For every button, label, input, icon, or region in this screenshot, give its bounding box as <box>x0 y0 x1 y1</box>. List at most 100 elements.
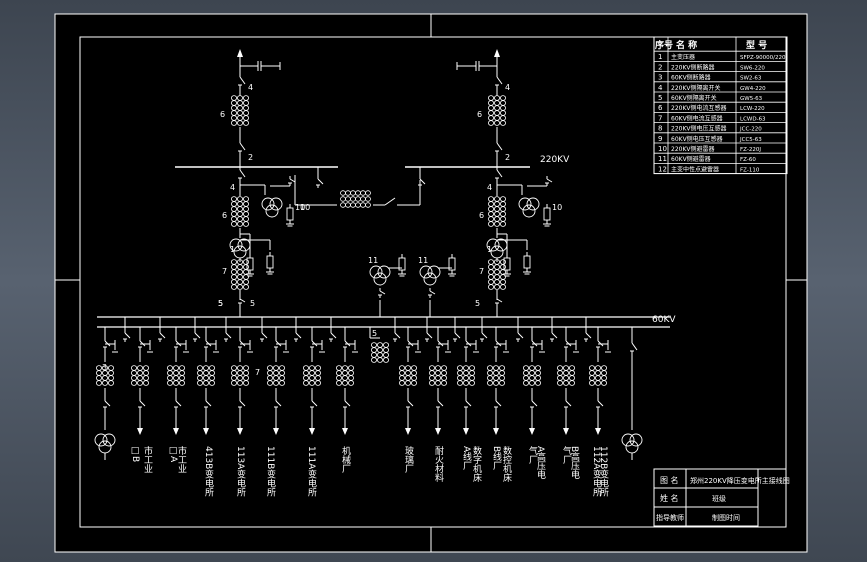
line-entry-arrow <box>237 49 243 57</box>
bus-disconnect <box>393 317 401 342</box>
legend-row-no: 7 <box>658 114 662 122</box>
drawing-sheet <box>54 13 808 553</box>
element-number: 6 <box>477 110 482 119</box>
bus-disconnect <box>158 317 166 342</box>
pt-60kv-bay: 11 <box>418 254 456 317</box>
switch-symbol <box>103 398 111 410</box>
legend-header: 名 称 <box>676 39 697 51</box>
element-number: 4 <box>230 183 235 192</box>
feeder-bay <box>589 327 611 416</box>
legend-row-no: 1 <box>658 53 662 61</box>
element-number: 6 <box>220 110 225 119</box>
feeder-arrow <box>405 428 411 435</box>
feeder-label-f21: 112B变电所 <box>598 446 609 497</box>
legend-row-name: 220KV侧电压互感器 <box>671 125 727 133</box>
legend-row-no: 11 <box>658 155 667 163</box>
bus-coupler <box>294 175 421 208</box>
legend-row-no: 10 <box>658 145 667 153</box>
switch-symbol <box>564 398 572 410</box>
feeder-bay <box>266 327 289 416</box>
bus-disconnect <box>193 317 201 342</box>
element-number: 3 <box>102 363 107 372</box>
legend-row-name: 主变压器 <box>671 53 695 61</box>
station-service-tx <box>94 416 116 460</box>
legend-row-name: 220KV侧断路器 <box>671 63 715 71</box>
lv-ct <box>230 259 249 290</box>
legend-row-model: FZ-60 <box>740 157 756 163</box>
feeder-label-f16: 气厂 <box>527 445 538 465</box>
switch-symbol <box>428 288 436 298</box>
legend-row-model: GW4-220 <box>740 86 766 92</box>
drawing-title: 郑州220KV降压变电所主接线图 <box>690 476 790 485</box>
element-number: 6 <box>222 211 227 220</box>
switch-symbol <box>495 296 503 306</box>
feeder-label-f5: 413B变电所 <box>203 446 214 497</box>
switch-symbol <box>238 74 246 88</box>
feeder-arrow <box>137 428 143 435</box>
feeder-ct <box>230 365 249 386</box>
transformer-ct <box>230 196 249 227</box>
feeder-label-f18: 气厂 <box>561 445 572 465</box>
switch-symbol <box>138 398 146 410</box>
neutral-arrester <box>266 252 274 275</box>
element-number: 10 <box>295 203 305 212</box>
switch-symbol <box>294 330 302 342</box>
bus-disconnect <box>224 317 232 342</box>
surge-arrester <box>503 254 511 277</box>
switch-symbol <box>393 330 401 342</box>
bus-disconnect <box>260 317 268 342</box>
switch-symbol <box>238 398 246 410</box>
feeder-arrow <box>563 428 569 435</box>
legend-header: 序号 <box>655 39 673 51</box>
switch-symbol <box>193 330 201 342</box>
inner-frame <box>79 36 787 528</box>
voltage-transformer <box>261 197 283 218</box>
legend-row-no: 8 <box>658 125 662 133</box>
feeder-ct <box>196 365 215 386</box>
legend-row-name: 60KV侧电流互感器 <box>671 114 723 122</box>
feeder-ct <box>486 365 505 386</box>
bus-disconnect <box>294 317 302 342</box>
element-number: 5 <box>250 299 255 308</box>
element-number: 7 <box>255 368 260 377</box>
legend-header: 型 号 <box>746 39 767 51</box>
line-entry-arrow <box>494 49 500 57</box>
feeder-label-f9: 机械厂 <box>340 445 351 474</box>
feeder-bay <box>335 327 358 416</box>
feeder-arrow <box>237 428 243 435</box>
switch-symbol <box>436 398 444 410</box>
feeder-bay <box>230 327 253 416</box>
feeder-arrow <box>173 428 179 435</box>
feeder-bay <box>130 327 153 416</box>
switch-symbol <box>453 330 461 342</box>
element-number: 7 <box>222 267 227 276</box>
legend-row-name: 220KV侧电流互感器 <box>671 104 727 112</box>
switch-symbol <box>464 398 472 410</box>
feeder-label-f19: B高压电 <box>569 446 580 479</box>
switch-symbol <box>495 74 503 88</box>
switch-symbol <box>329 330 337 342</box>
arrester <box>543 204 551 227</box>
feeder-ct <box>335 365 354 386</box>
element-number: 11 <box>418 256 428 265</box>
incoming-line: 462 <box>220 49 281 167</box>
bus-disconnect <box>425 317 433 342</box>
feeder-bay <box>557 327 579 416</box>
feeder-ct <box>96 365 115 386</box>
switch-symbol <box>238 338 246 350</box>
switch-symbol <box>550 330 558 342</box>
arrester-60kv <box>398 254 406 277</box>
feeder-arrow <box>273 428 279 435</box>
switch-symbol <box>378 288 386 298</box>
switch-symbol <box>238 296 246 306</box>
name-label: 姓 名 <box>660 493 679 503</box>
feeder-label-f13: 数字机床 <box>471 445 482 483</box>
element-number: 4 <box>487 183 492 192</box>
switch-symbol <box>630 340 638 354</box>
element-number: 2 <box>248 153 253 162</box>
bus-pt-bay <box>316 167 324 188</box>
feeder-arrow <box>463 428 469 435</box>
legend-row-no: 5 <box>658 94 662 102</box>
